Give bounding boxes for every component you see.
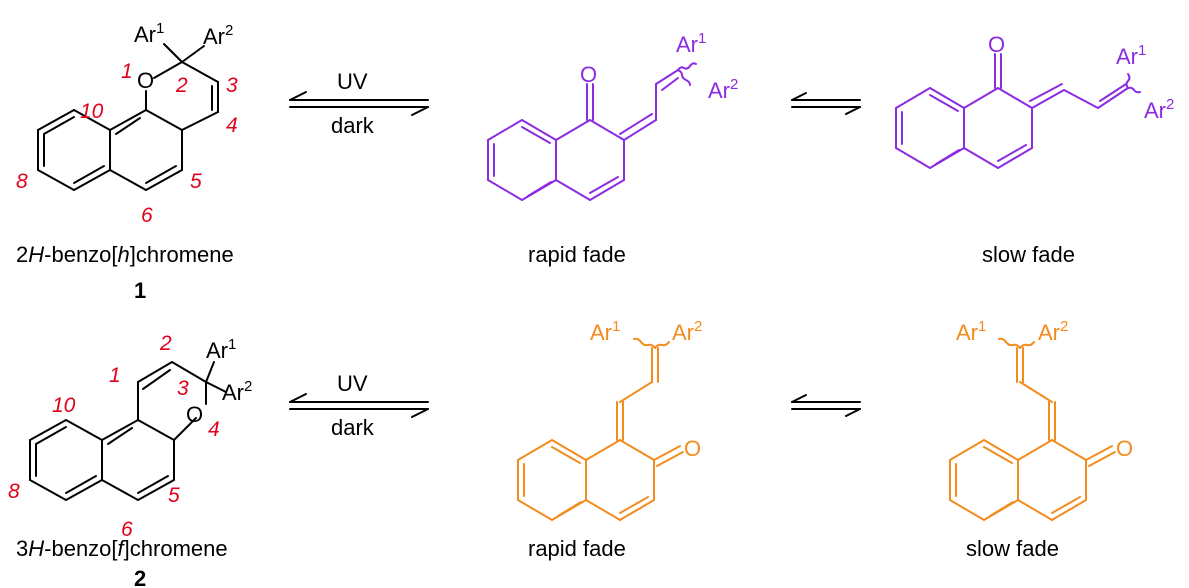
locant-10: 10	[80, 100, 104, 123]
locant-5: 5	[190, 170, 202, 193]
dark-label-row1: dark	[331, 113, 375, 138]
uv-label-row2: UV	[337, 371, 368, 396]
ar1-label-slow2: Ar1	[956, 318, 986, 345]
compound-1-structure	[37, 43, 219, 191]
ar2-label-2: Ar2	[222, 378, 252, 405]
compound-1-locants: 1 2 3 4 5 6 8 10	[16, 60, 238, 227]
caption-rapid-fade-row2: rapid fade	[528, 536, 626, 561]
equilibrium-arrow-row2	[289, 393, 429, 418]
compound-2-name: 3H-benzo[f]chromene	[16, 536, 228, 561]
ar2-label-rapid1: Ar2	[708, 76, 738, 103]
oxygen-atom-label: O	[137, 68, 154, 93]
locant2-2: 2	[159, 332, 172, 355]
locant2-6: 6	[121, 518, 133, 541]
locant2-10: 10	[52, 394, 76, 417]
carbonyl-oxygen-slow1: O	[988, 32, 1005, 57]
uv-label-row1: UV	[337, 69, 368, 94]
orange-merocyanine-slow-fade	[949, 337, 1116, 521]
locant2-4: 4	[208, 418, 220, 441]
compound-2-locants: 1 2 3 4 5 6 8 10	[8, 332, 220, 541]
caption-slow-fade-row1: slow fade	[982, 242, 1075, 267]
locant2-3: 3	[177, 377, 189, 400]
caption-slow-fade-row2: slow fade	[966, 536, 1059, 561]
compound-2-number: 2	[134, 566, 146, 588]
ar1-label: Ar1	[134, 20, 164, 47]
ar1-label-rapid1: Ar1	[676, 30, 706, 57]
purple-merocyanine-rapid-fade	[487, 62, 697, 201]
compound-1-number: 1	[134, 278, 146, 303]
locant-2: 2	[175, 74, 188, 97]
ar2-label-rapid2: Ar2	[672, 318, 702, 345]
ar1-label-rapid2: Ar1	[590, 318, 620, 345]
caption-rapid-fade-row1: rapid fade	[528, 242, 626, 267]
oxygen-atom-label-2: O	[186, 402, 203, 427]
ar1-label-slow1: Ar1	[1116, 42, 1146, 69]
dark-label-row2: dark	[331, 415, 375, 440]
locant-6: 6	[141, 204, 153, 227]
ar2-label: Ar2	[203, 22, 233, 49]
orange-merocyanine-rapid-fade	[517, 337, 684, 521]
carbonyl-oxygen-rapid2: O	[684, 436, 701, 461]
carbonyl-oxygen-rapid1: O	[580, 62, 597, 87]
carbonyl-oxygen-slow2: O	[1116, 436, 1133, 461]
locant2-5: 5	[168, 484, 180, 507]
locant-8: 8	[16, 170, 28, 193]
isomer-equilibrium-row2	[791, 394, 861, 417]
ar1-label-2: Ar1	[206, 336, 236, 363]
locant-3: 3	[226, 74, 238, 97]
locant2-1: 1	[109, 364, 121, 387]
compound-1-name: 2H-benzo[h]chromene	[16, 242, 234, 267]
isomer-equilibrium-row1	[791, 92, 861, 115]
purple-merocyanine-slow-fade	[895, 53, 1141, 169]
locant2-8: 8	[8, 480, 20, 503]
ar2-label-slow1: Ar2	[1144, 96, 1174, 123]
compound-2-structure	[29, 361, 227, 501]
equilibrium-arrow-row1	[289, 91, 429, 116]
locant-4: 4	[226, 114, 238, 137]
locant-1: 1	[121, 60, 133, 83]
ar2-label-slow2: Ar2	[1038, 318, 1068, 345]
